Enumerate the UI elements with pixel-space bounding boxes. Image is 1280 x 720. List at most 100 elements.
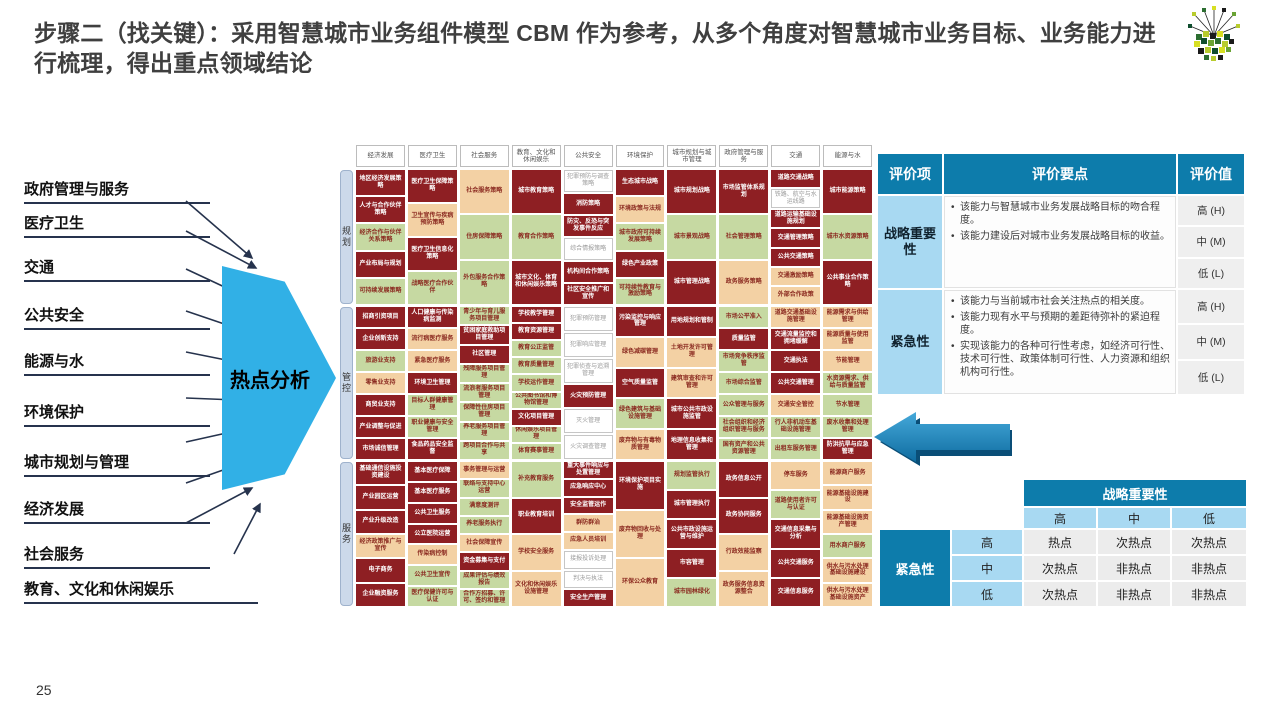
cbm-cell: 公共市政设施运营与维护 bbox=[667, 520, 717, 548]
cbm-cell: 贫困家庭救助项目管理 bbox=[459, 326, 509, 344]
cbm-cell: 道路使用者许可与认证 bbox=[771, 491, 821, 519]
hotspot-matrix: 战略重要性高中低紧急性高中低热点次热点次热点次热点非热点非热点次热点非热点非热点 bbox=[880, 480, 1246, 606]
cbm-cell: 社会保障宣传 bbox=[459, 535, 509, 552]
cbm-column: 环境保护生态城市战略环境政策与法规城市政府可持续发展策略绿色产业政策可持续性教育… bbox=[615, 145, 665, 607]
cbm-group: 人口健康与传染病监测流行病医疗服务紧急医疗服务环境卫生管理目标人群健康管理职业健… bbox=[407, 307, 457, 459]
cbm-cell: 企业创新支持 bbox=[356, 329, 405, 349]
hotspot-row-label: 中 bbox=[952, 556, 1022, 580]
cbm-cell: 成果评估与绩效报告 bbox=[459, 571, 509, 588]
cbm-cell: 文化和休闲娱乐设施管理 bbox=[511, 571, 561, 606]
cbm-cell: 青少年与育儿服务项目管理 bbox=[459, 307, 509, 325]
cbm-cell: 市场诚信管理 bbox=[356, 439, 405, 459]
cbm-cell: 犯罪侦查与追溯管理 bbox=[563, 359, 613, 383]
evaluation-value: 低 (L) bbox=[1178, 360, 1244, 394]
cbm-cell: 学校安全服务 bbox=[511, 535, 561, 570]
cbm-cell: 废弃物回收与处理 bbox=[615, 510, 665, 558]
cbm-cell: 污染监控与响应管理 bbox=[615, 307, 665, 336]
cbm-cell: 社区管理 bbox=[459, 345, 509, 363]
cbm-cell: 市场竞争秩序监管 bbox=[719, 351, 769, 371]
cbm-group: 青少年与育儿服务项目管理贫困家庭救助项目管理社区管理残障服务项目管理流浪者服务项… bbox=[459, 307, 509, 459]
cbm-group: 医疗卫生保障策略卫生宣传与疾病预防策略医疗卫生信息化策略战略医疗合作伙伴 bbox=[407, 170, 457, 304]
cbm-cell: 废弃物与有毒物质管理 bbox=[615, 430, 665, 459]
cbm-cell: 能源质量与使用监管 bbox=[823, 329, 873, 349]
cbm-cell: 政务协同服务 bbox=[719, 498, 769, 533]
cbm-cell: 生态城市战略 bbox=[615, 170, 665, 196]
cbm-group: 地区经济发展策略人才与合作伙伴策略经济合作与伙伴关系策略产业布局与规划可持续发展… bbox=[356, 170, 405, 305]
cbm-cell: 安全生产管理 bbox=[563, 590, 613, 606]
cbm-group: 犯罪预防管理犯罪响应管理犯罪侦查与追溯管理火灾预防管理灭火管理火灾调查管理 bbox=[563, 307, 613, 459]
cbm-cell: 用地规划和管制 bbox=[667, 307, 717, 336]
cbm-cell: 外部合作政策 bbox=[771, 286, 821, 304]
cbm-cell: 基本医疗服务 bbox=[407, 482, 457, 502]
cbm-cell: 教育公正监管 bbox=[511, 341, 561, 357]
cbm-group: 招商引资项目企业创新支持旅游业支持零售业支持商贸业支持产业调整与促进市场诚信管理 bbox=[356, 307, 405, 459]
cbm-column: 经济发展地区经济发展策略人才与合作伙伴策略经济合作与伙伴关系策略产业布局与规划可… bbox=[356, 145, 405, 606]
cbm-cell: 道路交通战略 bbox=[771, 170, 821, 188]
hotspot-row-axis-label: 紧急性 bbox=[880, 530, 950, 606]
cbm-cell: 休闲娱乐项目管理 bbox=[511, 426, 561, 442]
cbm-cell: 道路运输基础设施规划 bbox=[771, 210, 821, 228]
cbm-cell: 企业融资服务 bbox=[356, 583, 405, 606]
cbm-cell: 卫生宣传与疾病预防策略 bbox=[407, 204, 457, 236]
cbm-cell: 国有资产和公共资源管理 bbox=[719, 439, 769, 459]
cbm-cell: 土地开发许可管理 bbox=[667, 337, 717, 367]
cbm-cell: 能源基础设施建设 bbox=[823, 486, 873, 509]
cbm-cell: 公共卫生宣传 bbox=[407, 566, 457, 586]
cbm-cell: 满意度测评 bbox=[459, 498, 509, 515]
cbm-group: 社会服务策略住房保障策略外包服务合作策略 bbox=[459, 170, 509, 304]
cbm-group: 能源需求与供给管理能源质量与使用监管节能管理水资源需求、供给与质量监管节水管理废… bbox=[823, 307, 873, 459]
cbm-cell: 地区经济发展策略 bbox=[356, 170, 405, 196]
cbm-group: 市场监管体系规划社会管理策略政务服务策略 bbox=[719, 170, 769, 304]
cbm-cell: 交通安全管控 bbox=[771, 395, 821, 415]
evaluation-header-cell: 评价值 bbox=[1178, 154, 1244, 194]
cbm-cell: 战略医疗合作伙伴 bbox=[407, 272, 457, 304]
cbm-cell: 产业调整与促进 bbox=[356, 417, 405, 437]
cbm-cell: 城市规划战略 bbox=[667, 170, 717, 214]
evaluation-points: 该能力与智慧城市业务发展战略目标的吻合程度。该能力建设后对城市业务发展战略目标的… bbox=[944, 196, 1176, 288]
cbm-cell: 公共交通服务 bbox=[771, 549, 821, 577]
cbm-group: 规划监管执行城市管理执行公共市政设施运营与维护市容管理城市园林绿化 bbox=[667, 462, 717, 607]
cbm-cell: 公共交通管理 bbox=[771, 373, 821, 393]
cbm-cell: 社会管理策略 bbox=[719, 215, 769, 259]
cbm-cell: 事务管理与运营 bbox=[459, 462, 509, 479]
evaluation-values: 高 (H)中 (M)低 (L) bbox=[1178, 290, 1244, 394]
row-group-label: 管控 bbox=[340, 307, 353, 459]
cbm-cell: 交通信息采集与分析 bbox=[771, 520, 821, 548]
cbm-cell: 零售业支持 bbox=[356, 373, 405, 393]
cbm-cell: 环保公众教育 bbox=[615, 559, 665, 607]
cbm-cell: 城市水资源策略 bbox=[823, 215, 873, 259]
cbm-cell: 教育合作策略 bbox=[511, 215, 561, 259]
cbm-cell: 交通流量监控和拥堵缓解 bbox=[771, 329, 821, 349]
cbm-cell: 文化项目管理 bbox=[511, 409, 561, 425]
evaluation-value: 中 (M) bbox=[1178, 325, 1244, 359]
cbm-cell: 基础通信设施投资建设 bbox=[356, 462, 405, 485]
cbm-group: 犯罪预防与调查策略消防策略防灾、反恐与突发事件反应综合情报策略机构间合作策略社区… bbox=[563, 170, 613, 304]
hotspot-cell: 非热点 bbox=[1098, 556, 1170, 580]
cbm-cell: 道路交通基础设施管理 bbox=[771, 307, 821, 327]
cbm-cell: 旅游业支持 bbox=[356, 351, 405, 371]
cbm-cell: 紧急医疗服务 bbox=[407, 351, 457, 371]
hotspot-cell: 次热点 bbox=[1024, 582, 1096, 606]
cbm-cell: 城市管理执行 bbox=[667, 491, 717, 519]
cbm-cell: 出租车服务管理 bbox=[771, 439, 821, 459]
cbm-cell: 交通信息服务 bbox=[771, 578, 821, 607]
cbm-cell: 防灾、反恐与突发事件反应 bbox=[563, 216, 613, 236]
cbm-group: 污染监控与响应管理绿色减碳管理空气质量监管绿色建筑与基础设施管理废弃物与有毒物质… bbox=[615, 307, 665, 459]
hotspot-col-axis-label: 战略重要性 bbox=[1024, 480, 1246, 506]
cbm-group: 道路交通基础设施管理交通流量监控和拥堵缓解交通执法公共交通管理交通安全管控行人非… bbox=[771, 307, 821, 459]
hotspot-cell: 非热点 bbox=[1172, 582, 1246, 606]
evaluation-value: 高 (H) bbox=[1178, 290, 1244, 324]
cbm-cell: 综合情报策略 bbox=[563, 238, 613, 260]
cbm-cell: 铁路、航空与水运线路 bbox=[771, 189, 821, 209]
cbm-cell: 能源基础设施资产管理 bbox=[823, 510, 873, 533]
hotspot-col-label: 低 bbox=[1172, 508, 1246, 528]
cbm-cell: 规划监管执行 bbox=[667, 462, 717, 490]
cbm-cell: 应急人员培训 bbox=[563, 533, 613, 549]
cbm-group: 事务管理与运营联络与支持中心运营满意度测评养老服务执行社会保障宣传资金募集与支付… bbox=[459, 462, 509, 606]
cbm-column: 教育、文化和休闲娱乐城市教育策略教育合作策略城市文化、体育和休闲娱乐策略学校教学… bbox=[511, 145, 561, 606]
cbm-group: 能源商户服务能源基础设施建设能源基础设施资产管理用水商户服务供水与污水处理基础设… bbox=[823, 462, 873, 606]
cbm-column-header: 公共安全 bbox=[563, 145, 613, 167]
cbm-cell: 公共图书馆和博物馆管理 bbox=[511, 392, 561, 408]
hotspot-analysis-label: 热点分析 bbox=[230, 369, 310, 392]
cbm-cell: 体育赛事管理 bbox=[511, 443, 561, 459]
